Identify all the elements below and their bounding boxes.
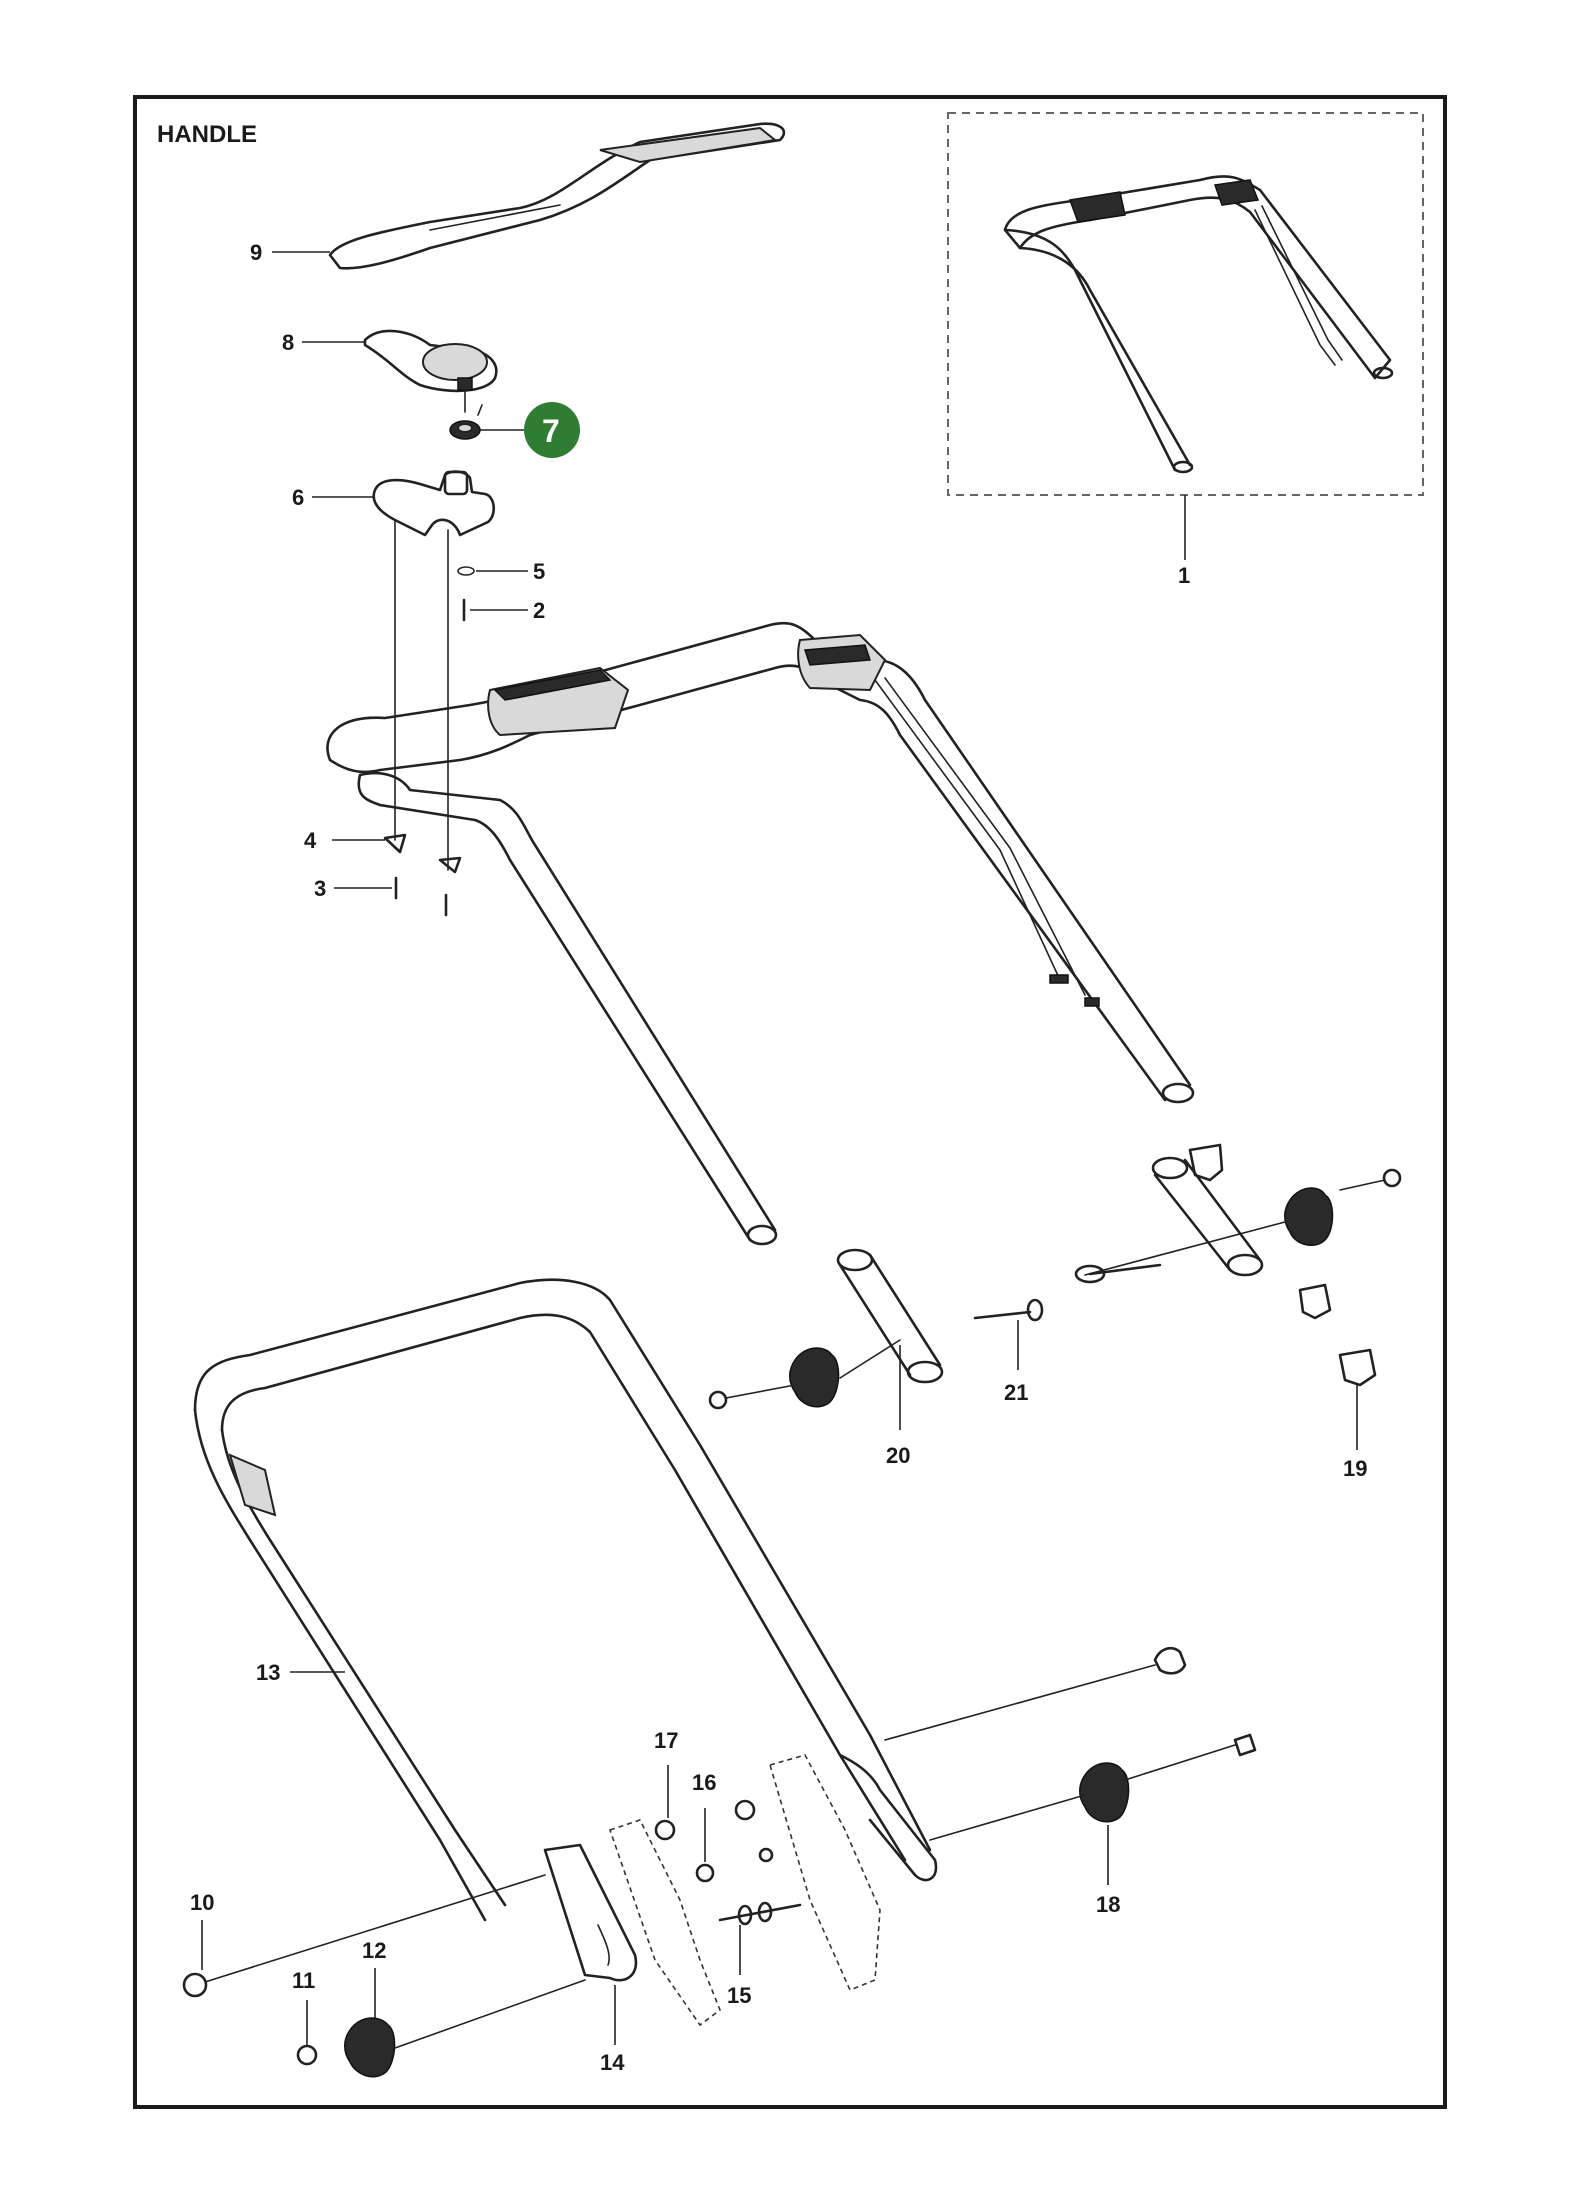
part-4-clip-left (383, 833, 407, 854)
callout-10: 10 (190, 1890, 214, 1915)
part-13-lower-handle (193, 1278, 938, 1922)
right-connector-tube (1074, 1156, 1402, 1284)
callout-4: 4 (304, 828, 317, 853)
part-14-pivot-plate (543, 1754, 881, 2045)
callout-5: 5 (533, 559, 545, 584)
callout-1: 1 (1178, 563, 1190, 588)
inset-assembled-handle (947, 112, 1424, 560)
callout-16: 16 (692, 1770, 716, 1795)
part-6-bracket (372, 470, 495, 871)
part-11-nut (296, 2000, 318, 2066)
part-12-knob (344, 1968, 586, 2078)
part-21-bolt (973, 1298, 1044, 1370)
callout-9: 9 (250, 240, 262, 265)
inset-box (947, 112, 1424, 496)
callout-21: 21 (1004, 1380, 1028, 1405)
part-19-clips (1188, 1143, 1377, 1450)
page-frame (133, 95, 1447, 2109)
right-pivot-bolt (884, 1646, 1187, 1741)
callout-14: 14 (600, 2050, 625, 2075)
part-18-knob (929, 1733, 1257, 1885)
callout-17: 17 (654, 1728, 678, 1753)
part-4-clip-right (438, 856, 462, 874)
part-17-nut (654, 1765, 676, 1841)
part-7-spring (449, 404, 525, 440)
callout-6: 6 (292, 485, 304, 510)
callout-13: 13 (256, 1660, 280, 1685)
callout-20: 20 (886, 1443, 910, 1468)
callout-2: 2 (533, 598, 545, 623)
part-8-lever (363, 329, 498, 413)
callout-15: 15 (727, 1983, 751, 2008)
part-16-washer (695, 1808, 715, 1883)
callout-12: 12 (362, 1938, 386, 1963)
upper-handle-tube (326, 621, 1195, 1246)
part-5-washer (457, 566, 475, 576)
part-20-connector-tube (836, 1248, 944, 1430)
highlight-label: 7 (542, 413, 560, 449)
callout-8: 8 (282, 330, 294, 355)
diagram-title: HANDLE (157, 121, 257, 148)
highlight-badge (524, 402, 580, 458)
part-10-bolt (182, 1874, 546, 1998)
part-15-pivot-bolt (718, 1799, 802, 1975)
part-9-grip-cover (328, 122, 786, 270)
callout-11: 11 (292, 1968, 315, 1993)
callout-19: 19 (1343, 1456, 1367, 1481)
left-connector-knob (708, 1339, 901, 1410)
callout-3: 3 (314, 876, 326, 901)
callout-18: 18 (1096, 1892, 1120, 1917)
